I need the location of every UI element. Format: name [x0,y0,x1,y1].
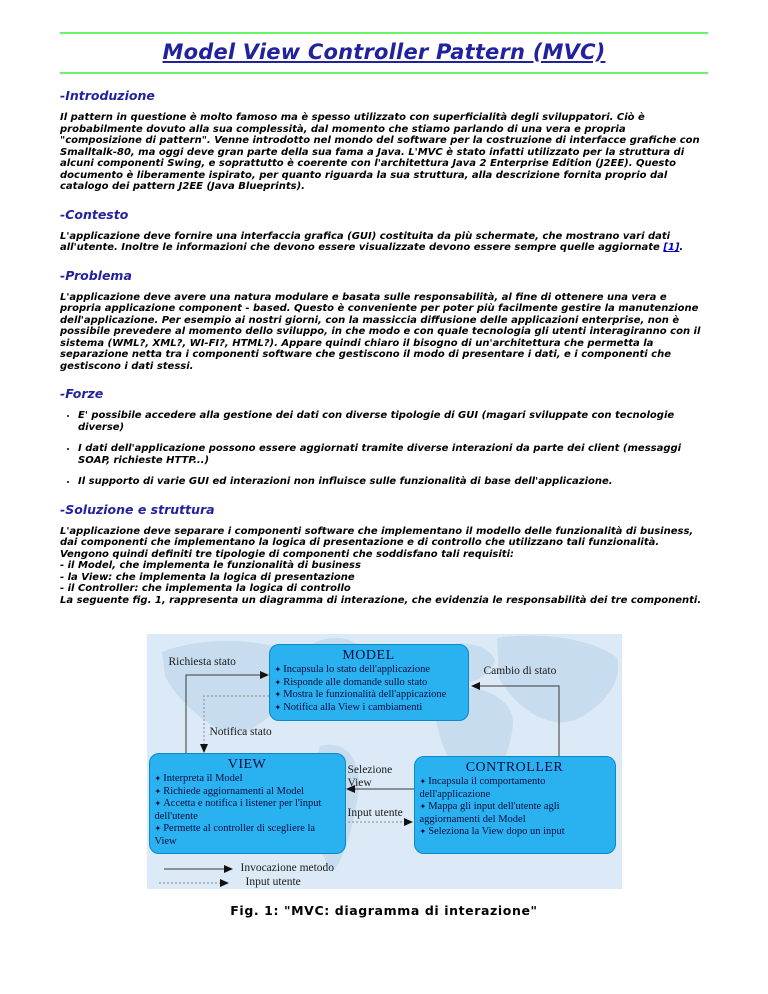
reference-link-1[interactable]: [1] [663,242,680,253]
controller-responsibility: Seleziona la View dopo un input [420,826,610,839]
controller-box-title: CONTROLLER [465,760,564,775]
controller-responsibility: Mappa gli input dell'utente agli aggiorn… [420,801,610,826]
model-responsibility: Notifica alla View i cambiamenti [275,702,463,715]
model-box-bullets: Incapsula lo stato dell'applicazioneRisp… [275,664,463,714]
forze-bullet: I dati dell'applicazione possono essere … [78,443,708,466]
model-responsibility: Mostra le funzionalità dell'appicazione [275,689,463,702]
legend-dashed-label: Input utente [245,876,301,888]
label-cambio-di-stato: Cambio di stato [483,665,557,677]
paragraph-contesto: L'applicazione deve fornire una interfac… [60,231,708,254]
contesto-text-end: . [679,242,684,253]
view-responsibility: Permette al controller di scegliere la V… [155,823,340,848]
section-heading-soluzione: -Soluzione e struttura [60,501,215,517]
section-heading-contesto: -Contesto [60,206,129,222]
paragraph-introduzione: Il pattern in questione è molto famoso m… [60,112,700,192]
paragraph-problema: L'applicazione deve avere una natura mod… [60,291,701,372]
bottom-green-rule [60,72,708,74]
view-box: VIEW Interpreta il ModelRichiede aggiorn… [148,753,346,854]
model-responsibility: Incapsula lo stato dell'applicazione [275,664,463,677]
top-green-rule [60,32,708,34]
view-responsibility: Accetta e notifica i listener per l'inpu… [155,798,340,823]
view-box-bullets: Interpreta il ModelRichiede aggiornament… [155,773,340,849]
controller-box-bullets: Incapsula il comportamento dell'applicaz… [420,776,610,839]
label-richiesta-stato: Richiesta stato [168,656,236,668]
forze-bullet: Il supporto di varie GUI ed interazioni … [78,476,708,488]
view-responsibility: Interpreta il Model [155,773,340,786]
page-title: Model View Controller Pattern (MVC) [162,40,606,64]
figure-1: MODEL Incapsula lo stato dell'applicazio… [60,634,708,918]
legend-solid-label: Invocazione metodo [240,862,335,874]
view-responsibility: Richiede aggiornamenti al Model [155,786,340,799]
view-box-title: VIEW [227,757,267,772]
section-heading-introduzione: -Introduzione [60,88,155,103]
model-box-title: MODEL [342,648,395,663]
paragraph-soluzione: L'applicazione deve separare i component… [60,525,702,606]
label-selezione-view: Selezione View [347,764,393,789]
forze-bullet-list: E' possibile accedere alla gestione dei … [60,410,708,488]
controller-box: CONTROLLER Incapsula il comportamento de… [413,756,616,854]
mvc-interaction-diagram: MODEL Incapsula lo stato dell'applicazio… [146,634,622,889]
section-heading-problema: -Problema [60,267,132,283]
label-input-utente: Input utente [347,807,403,819]
model-responsibility: Risponde alle domande sullo stato [275,677,463,690]
controller-responsibility: Incapsula il comportamento dell'applicaz… [420,776,610,801]
figure-caption: Fig. 1: "MVC: diagramma di interazione" [230,903,538,918]
contesto-text: L'applicazione deve fornire una interfac… [60,230,671,254]
section-heading-forze: -Forze [60,386,104,401]
label-notifica-stato: Notifica stato [209,726,272,738]
document-content: Model View Controller Pattern (MVC) -Int… [60,0,708,918]
model-box: MODEL Incapsula lo stato dell'applicazio… [268,644,469,721]
forze-bullet: E' possibile accedere alla gestione dei … [78,410,708,433]
